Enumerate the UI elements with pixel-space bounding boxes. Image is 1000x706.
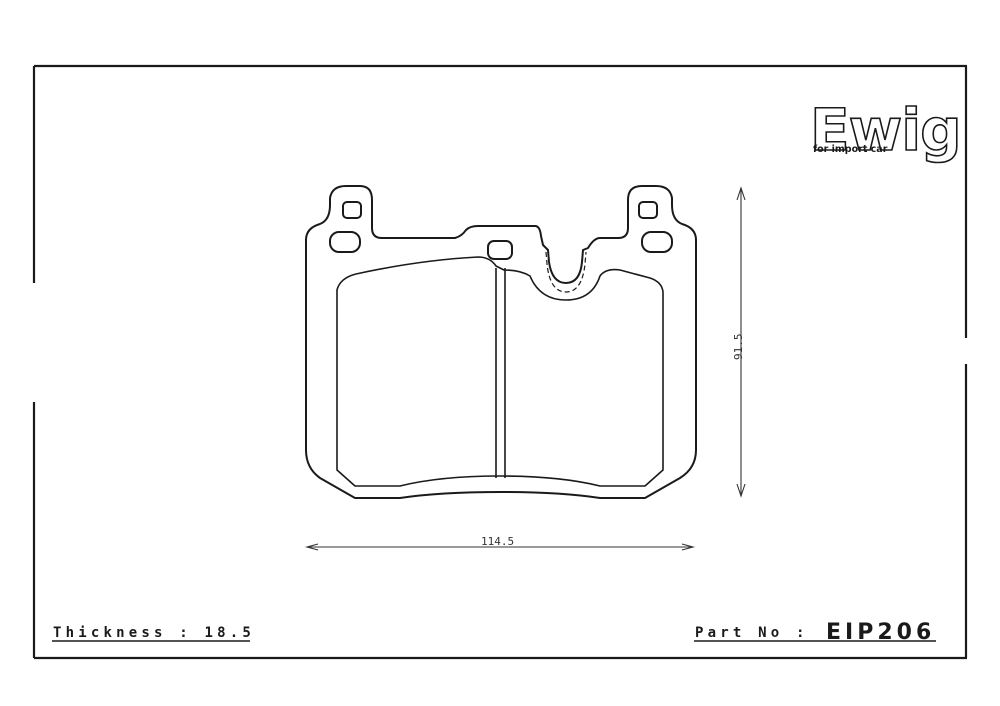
logo-tagline: for import car: [813, 144, 888, 155]
part-no-prefix: Part No :: [695, 625, 809, 641]
height-label: 91.5: [732, 334, 745, 361]
friction-material: [336, 251, 664, 487]
lower-right-hole: [641, 231, 673, 253]
lower-left-hole: [329, 231, 361, 253]
ewig-logo: Ewig for import car: [809, 95, 962, 165]
height-dimension: 91.5: [732, 186, 746, 498]
upper-left-hole: [342, 201, 362, 219]
thickness-label: Thickness : 18.5: [53, 625, 255, 641]
drawing-frame: [32, 64, 968, 660]
upper-right-hole: [638, 201, 658, 219]
width-label: 114.5: [481, 535, 514, 548]
backing-plate: [305, 185, 697, 499]
width-dimension: 114.5: [304, 535, 696, 551]
logo-brand: Ewig: [810, 96, 961, 164]
center-hole: [487, 240, 513, 260]
thickness-spec: Thickness : 18.5: [52, 625, 255, 642]
part-number-spec: Part No : EIP206: [694, 620, 936, 645]
